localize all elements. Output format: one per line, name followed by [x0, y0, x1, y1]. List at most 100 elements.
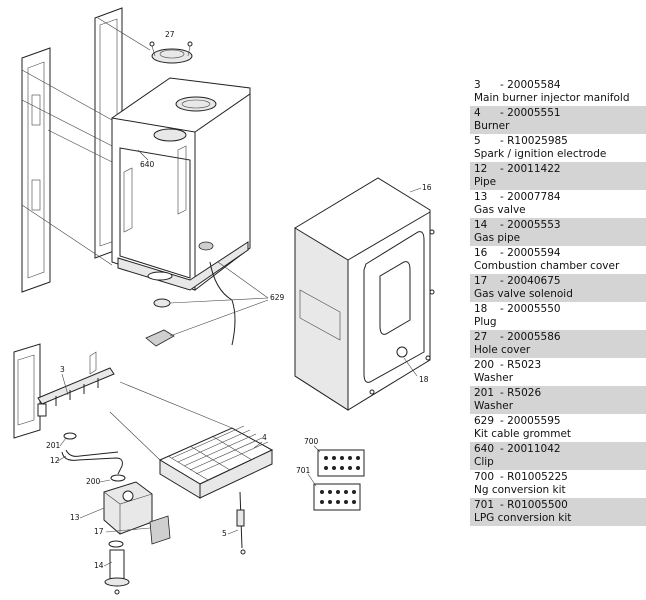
- part-code: - R01005225: [500, 471, 568, 483]
- callout-701: 701: [296, 466, 311, 475]
- part-description: Washer: [474, 400, 514, 412]
- part-number: 629: [474, 415, 495, 427]
- part-code: - 20040675: [500, 275, 561, 287]
- injector-manifold: [37, 351, 115, 417]
- part-code: - 20005553: [500, 219, 561, 231]
- part-number: 201: [474, 387, 495, 399]
- callout-14: 14: [94, 561, 104, 570]
- part-id-line: 629 - 20005595: [474, 414, 642, 428]
- callout-3: 3: [60, 365, 65, 374]
- callout-5: 5: [222, 529, 227, 538]
- part-id-line: 27 - 20005586: [474, 330, 642, 344]
- part-number: 14: [474, 219, 488, 231]
- part-number: 700: [474, 471, 495, 483]
- part-id-line: 12 - 20011422: [474, 162, 642, 176]
- part-number: 5: [474, 135, 481, 147]
- part-code: - 20011042: [500, 443, 561, 455]
- part-code: - R10025985: [500, 135, 568, 147]
- callout-18: 18: [419, 375, 429, 384]
- callout-640: 640: [140, 160, 155, 169]
- part-number: 17: [474, 275, 488, 287]
- hole-cover: [149, 41, 193, 64]
- part-code: - 20011422: [500, 163, 561, 175]
- callout-629: 629: [270, 293, 285, 302]
- part-number: 27: [474, 331, 488, 343]
- part-description: Gas valve: [474, 204, 526, 216]
- spark-electrode: [236, 491, 246, 555]
- part-description: Combustion chamber cover: [474, 260, 620, 272]
- part-code: - 20005586: [500, 331, 561, 343]
- part-number: 12: [474, 163, 488, 175]
- part-code: - R5023: [500, 359, 542, 371]
- washer-and-pipe: [61, 432, 123, 475]
- part-number: 640: [474, 443, 495, 455]
- part-description: Gas pipe: [474, 232, 521, 244]
- part-number: 13: [474, 191, 488, 203]
- callout-27: 27: [165, 30, 175, 39]
- part-code: - 20005595: [500, 415, 561, 427]
- part-code: - R01005500: [500, 499, 568, 511]
- part-description: Main burner injector manifold: [474, 92, 630, 104]
- callout-12: 12: [50, 456, 60, 465]
- part-description: Pipe: [474, 176, 497, 188]
- cable-grommets: [145, 241, 269, 347]
- part-id-line: 201 - R5026: [474, 386, 642, 400]
- part-code: - 20007784: [500, 191, 561, 203]
- part-id-line: 13 - 20007784: [474, 190, 642, 204]
- part-id-line: 4- 20005551: [474, 106, 642, 120]
- gas-valve: [103, 474, 171, 548]
- part-description: Washer: [474, 372, 514, 384]
- plate-leader-lines: [21, 17, 151, 266]
- conversion-kit-lpg: [313, 483, 361, 511]
- callout-17: 17: [94, 527, 104, 536]
- part-description: Clip: [474, 456, 494, 468]
- conversion-kit-ng: [317, 449, 365, 477]
- burner-assembly: [109, 381, 274, 499]
- part-code: - 20005594: [500, 247, 561, 259]
- part-id-line: 16 - 20005594: [474, 246, 642, 260]
- callout-200: 200: [86, 477, 101, 486]
- part-code: - 20005550: [500, 303, 561, 315]
- part-number: 701: [474, 499, 495, 511]
- part-id-line: 14 - 20005553: [474, 218, 642, 232]
- part-number: 18: [474, 303, 488, 315]
- exploded-parts-diagram: 27 640 629 16: [13, 7, 435, 595]
- combustion-chamber-frame: [111, 77, 251, 292]
- part-description: Ng conversion kit: [474, 484, 566, 496]
- callout-700: 700: [304, 437, 319, 446]
- part-id-line: 200- R5023: [474, 358, 642, 372]
- callout-16: 16: [422, 183, 432, 192]
- part-code: - 20005584: [500, 79, 561, 91]
- part-number: 4: [474, 107, 481, 119]
- gas-pipe: [104, 549, 130, 595]
- part-code: - R5026: [500, 387, 542, 399]
- rear-wall-plates: [21, 7, 123, 293]
- callout-4: 4: [262, 433, 267, 442]
- part-number: 16: [474, 247, 488, 259]
- part-id-line: 5 - R10025985: [474, 134, 642, 148]
- part-description: Kit cable grommet: [474, 428, 572, 440]
- part-number: 3: [474, 79, 481, 91]
- callout-13: 13: [70, 513, 80, 522]
- part-id-line: 3 - 20005584: [474, 78, 642, 92]
- part-id-line: 640 - 20011042: [474, 442, 642, 456]
- part-description: Hole cover: [474, 344, 531, 356]
- part-description: LPG conversion kit: [474, 512, 572, 524]
